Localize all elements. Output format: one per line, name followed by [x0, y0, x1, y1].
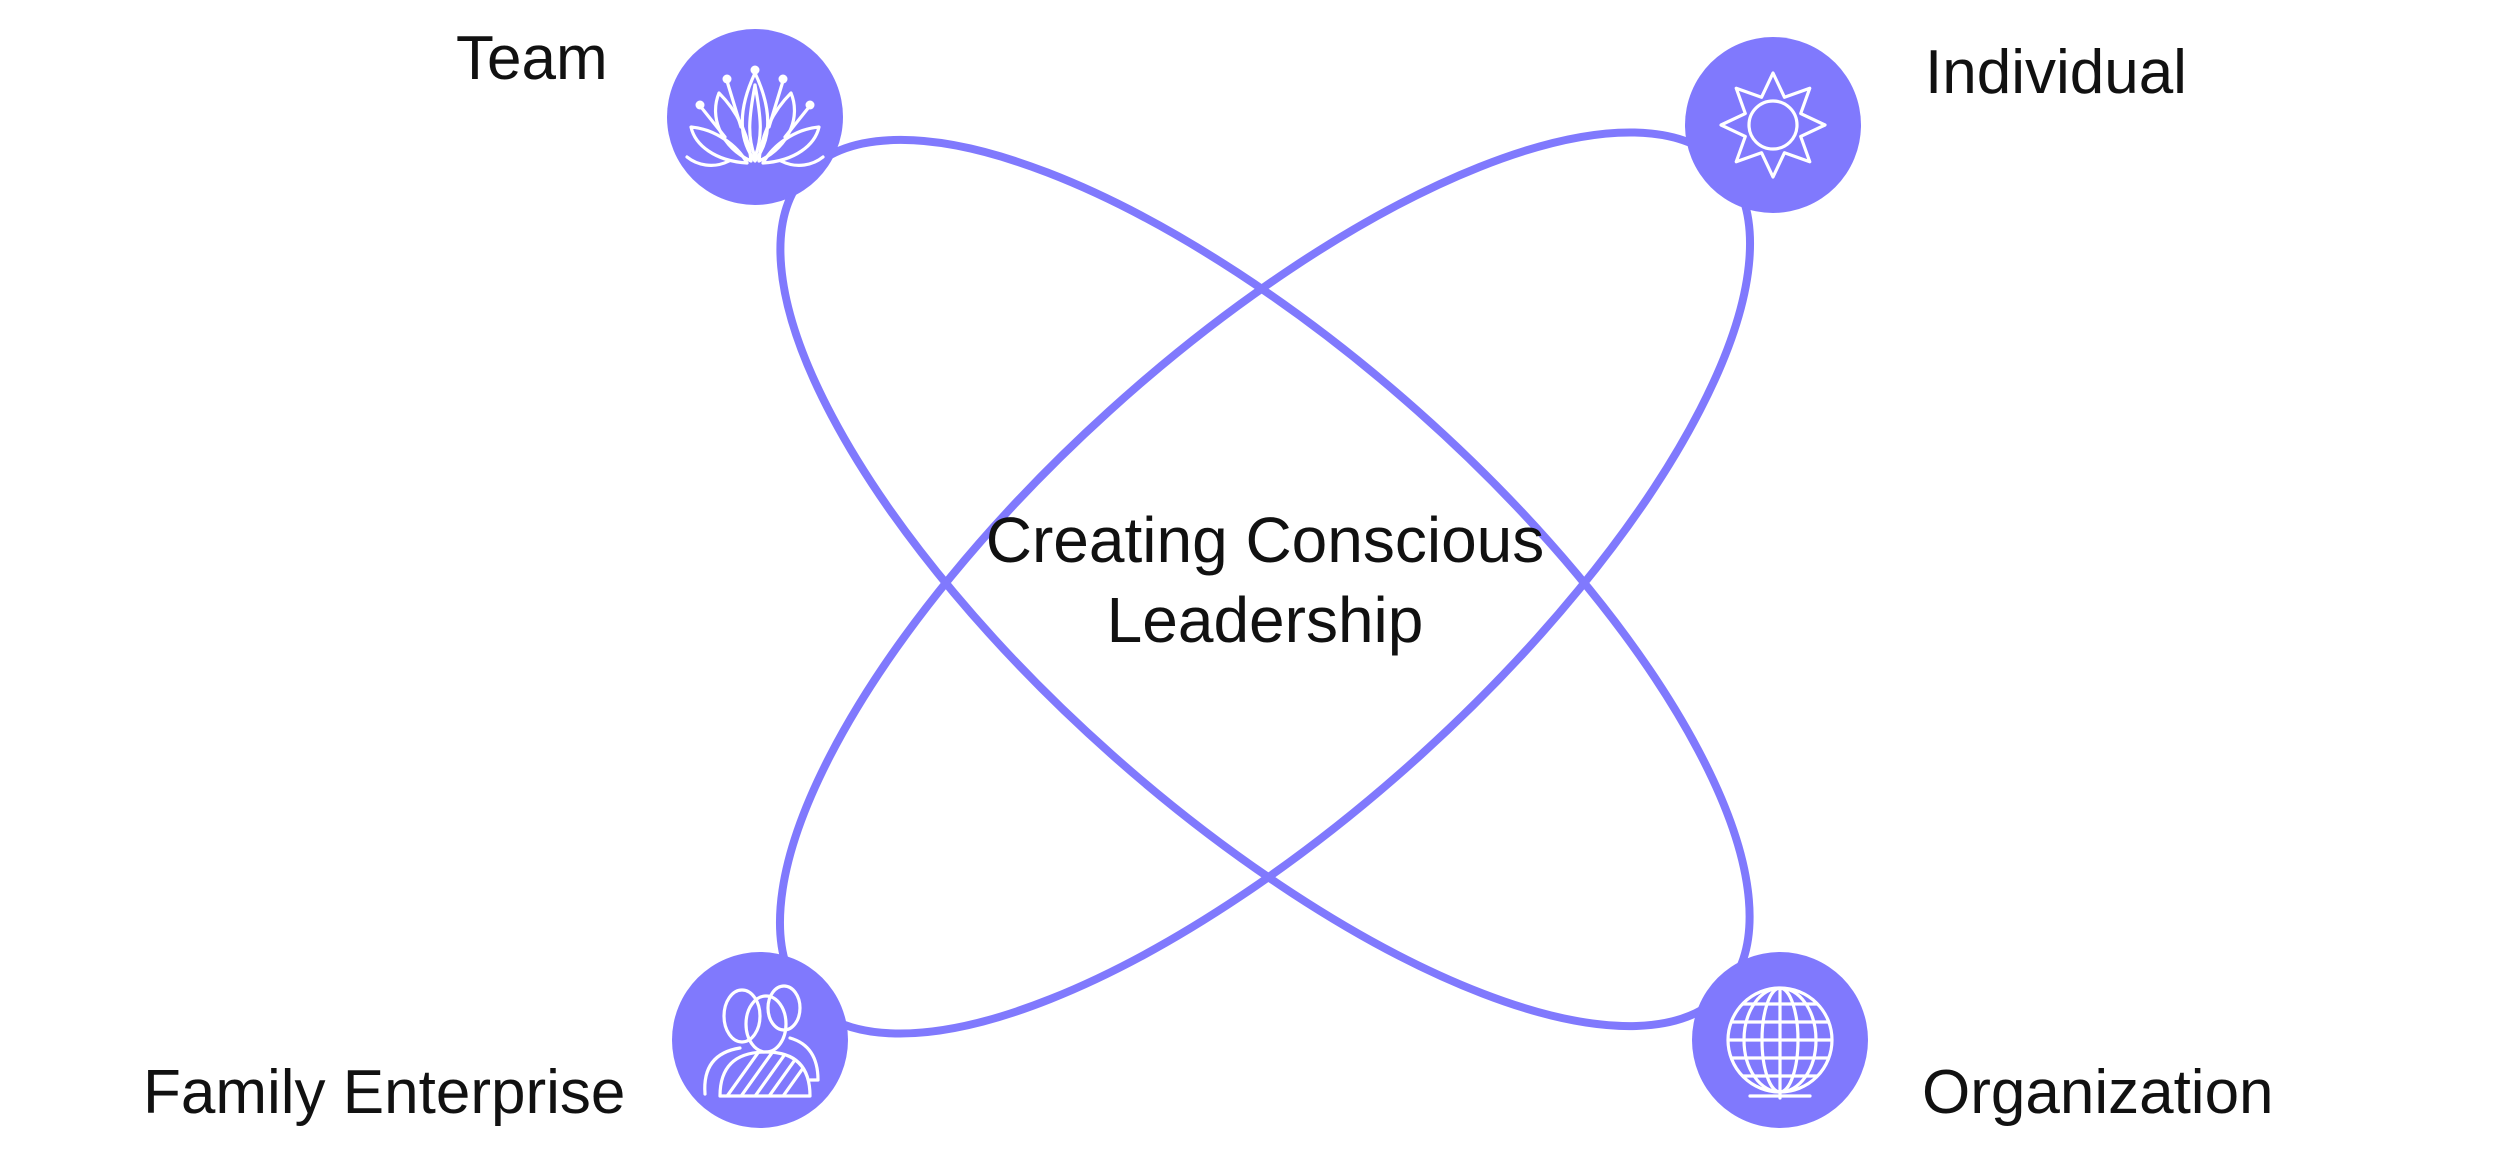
organization-node[interactable]	[1692, 952, 1868, 1128]
lotus-icon	[685, 65, 825, 167]
center-title: Creating Conscious Leadership	[875, 500, 1655, 660]
label-individual: Individual	[1925, 38, 2187, 107]
family-icon	[703, 984, 820, 1098]
center-title-line-1: Creating Conscious	[985, 504, 1545, 576]
team-node-circle	[667, 29, 843, 205]
family-enterprise-node[interactable]	[672, 952, 848, 1128]
sun-icon	[1719, 71, 1827, 179]
individual-node-circle	[1685, 37, 1861, 213]
sun-disc	[1747, 99, 1799, 151]
team-node[interactable]	[667, 29, 843, 205]
family-enterprise-node-circle	[672, 952, 848, 1128]
individual-node[interactable]	[1685, 37, 1861, 213]
label-organization: Organization	[1922, 1058, 2274, 1127]
label-family-enterprise: Family Enterprise	[143, 1058, 626, 1127]
sun-rays	[1719, 71, 1827, 179]
center-title-line-2: Leadership	[1106, 584, 1424, 656]
label-team: Team	[456, 24, 608, 93]
